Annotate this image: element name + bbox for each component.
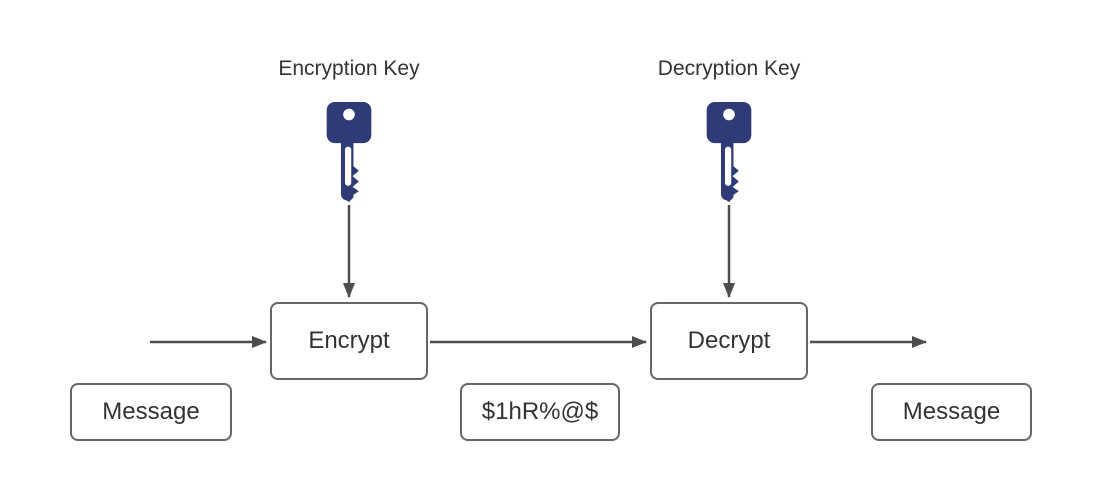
plaintext-input-node: Message: [70, 383, 232, 441]
encrypt-node-label: Encrypt: [308, 327, 390, 354]
ciphertext-label: $1hR%@$: [481, 398, 599, 425]
plaintext-output-node: Message: [871, 383, 1032, 441]
plaintext-output-label: Message: [902, 398, 1001, 425]
decrypt-node: Decrypt: [650, 302, 808, 380]
encryption-key-label: Encryption Key: [278, 57, 420, 80]
encrypt-node: Encrypt: [270, 302, 428, 380]
encryption-key-icon: [324, 97, 374, 207]
ciphertext-node: $1hR%@$: [460, 383, 620, 441]
decryption-key-icon: [704, 97, 754, 207]
decrypt-node-label: Decrypt: [687, 327, 771, 354]
plaintext-input-label: Message: [102, 398, 200, 425]
decryption-key-label: Decryption Key: [657, 57, 801, 80]
